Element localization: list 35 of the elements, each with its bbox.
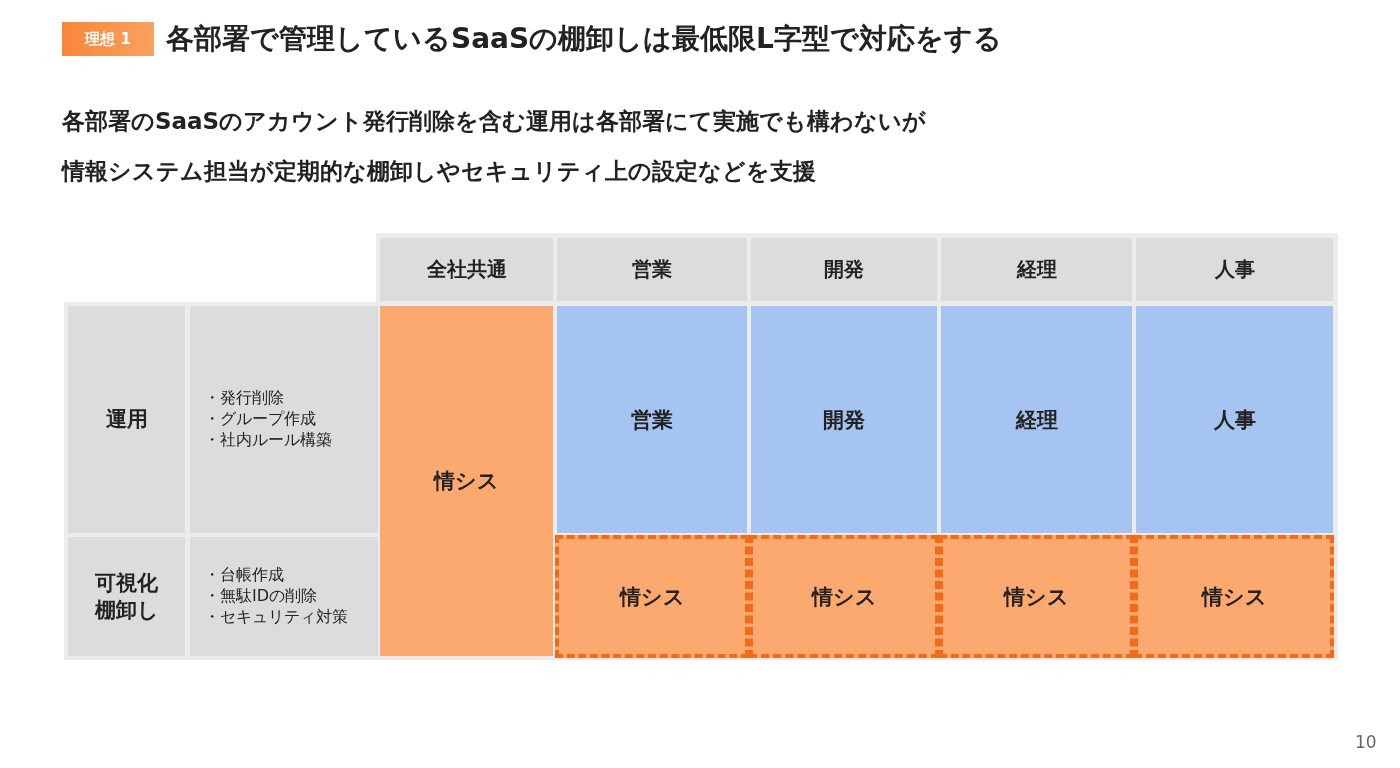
list-item: ・グループ作成 <box>204 409 316 430</box>
cell-text: 可視化棚卸し <box>93 570 160 623</box>
list-item: ・セキュリティ対策 <box>204 606 348 628</box>
cell-text: 理想 1 <box>85 29 131 49</box>
cell-text: 情シス <box>811 583 877 611</box>
cell-text: 情シス <box>619 583 685 611</box>
support-cell <box>555 535 749 658</box>
cell-text: 情シス <box>1004 583 1069 611</box>
cell-text: 営業 <box>632 256 672 283</box>
list-item: ・台帳作成 <box>204 565 284 587</box>
cell-text: 人事 <box>1213 406 1256 434</box>
list-item: ・社内ルール構築 <box>204 429 332 451</box>
cell-text: 情シス <box>1201 583 1267 611</box>
cell-text: 人事 <box>1214 256 1255 283</box>
list-item: ・無駄IDの削除 <box>204 586 318 607</box>
cell-text: 運用 <box>105 406 148 433</box>
page-title: 各部署で管理しているSaaSの棚卸しは最低限L字型で対応をする <box>166 21 1002 57</box>
cell-text: 経理 <box>1016 256 1057 283</box>
cell-text: 情シス <box>434 468 499 495</box>
cell-text: 経理 <box>1015 406 1058 434</box>
list-item: ・発行削除 <box>204 388 284 410</box>
cell-text: 開発 <box>823 406 865 434</box>
department-cell <box>751 306 937 533</box>
cell-text: 開発 <box>824 256 864 283</box>
tag-badge <box>62 22 154 56</box>
support-cell <box>1134 535 1334 658</box>
subtitle-text: 情報システム担当が定期的な棚卸しやセキュリティ上の設定などを支援 <box>62 157 816 186</box>
department-cell <box>557 306 747 533</box>
department-cell <box>941 306 1132 533</box>
subtitle-text: 各部署のSaaSのアカウント発行削除を含む運用は各部署にて実施でも構わないが <box>62 107 927 136</box>
shared-cell <box>380 306 553 656</box>
cell-text: 営業 <box>631 406 673 434</box>
page-number: 10 <box>1355 732 1377 752</box>
cell-text: 全社共通 <box>426 256 507 283</box>
department-cell <box>1136 306 1333 533</box>
